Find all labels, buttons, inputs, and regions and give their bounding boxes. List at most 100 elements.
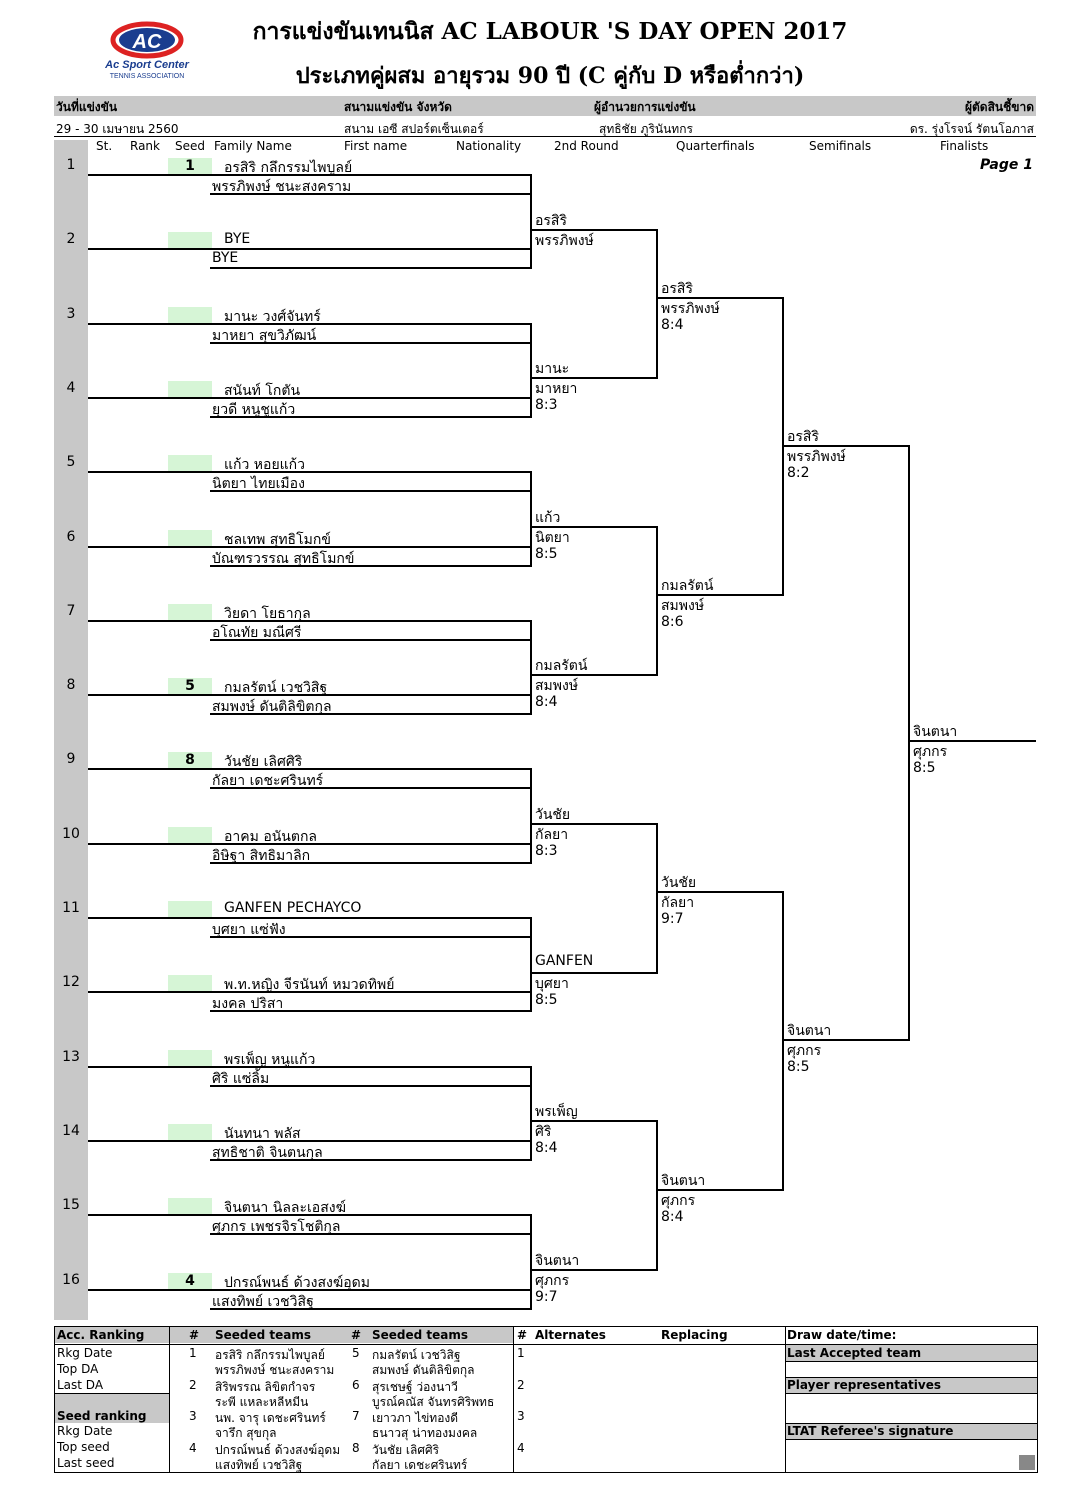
svg-text:Ac Sport Center: Ac Sport Center (104, 59, 189, 71)
draw-number: 2 (66, 231, 76, 248)
player-2-name: ศุภกร เพชรจิรโชติกุล (212, 1219, 341, 1236)
round2-winner-b: พรรภิพงษ์ (535, 232, 594, 249)
seed-box (168, 380, 212, 397)
svg-text:TENNIS ASSOCIATION: TENNIS ASSOCIATION (110, 73, 185, 80)
seed-team-player-a: เยาวภา ไข่ทองดี (372, 1411, 459, 1425)
col-f: Finalists (940, 139, 989, 153)
seed-box (168, 901, 212, 917)
seed-number: 2 (189, 1377, 197, 1392)
seed-box: 4 (168, 1272, 212, 1289)
acc-label: Top seed (57, 1440, 110, 1454)
draw-line-bottom (210, 1158, 532, 1161)
draw-line-bottom (210, 1307, 532, 1310)
qf-winner-a: อรสิริ (661, 280, 693, 297)
final-line (910, 739, 1036, 742)
acc-label: Last seed (57, 1456, 115, 1470)
col-qf: Quarterfinals (676, 139, 755, 153)
draw-line-bottom (210, 490, 532, 493)
draw-line-bottom (210, 1010, 532, 1013)
round2-line (532, 1268, 658, 1271)
alternate-number: 2 (517, 1377, 525, 1392)
round2-winner-a: กมลรัตน์ (535, 658, 588, 675)
sf-connector (782, 296, 784, 597)
last-accepted-label: Last Accepted team (787, 1346, 922, 1360)
sf-line (784, 1038, 910, 1041)
draw-line-bottom (210, 936, 532, 938)
alternate-number: 4 (517, 1440, 525, 1455)
draw-number: 10 (62, 825, 80, 842)
player-2-name: ยุวดี หนูชูแก้ว (212, 401, 296, 418)
player-2-name: บัณฑรวรรณ สุทธิโมกข์ (212, 550, 355, 567)
draw-line-bottom (210, 1084, 532, 1087)
sf-winner-b: พรรภิพงษ์ (787, 448, 846, 465)
seed-team-player-b: แสงทิพย์ เวชวิสิฐ (215, 1457, 303, 1472)
player-1-name: กมลรัตน์ เวชวิสิฐ (224, 680, 328, 697)
qf-connector (656, 1120, 658, 1271)
draw-line-top (88, 917, 532, 919)
final-connector (908, 444, 910, 1041)
round2-connector (530, 629, 532, 704)
draw-number: 9 (66, 751, 76, 768)
seed-box (168, 1123, 212, 1140)
draw-line-top (88, 1288, 532, 1291)
col-nationality: Nationality (456, 139, 522, 153)
seed-team-player-a: สุรเชษฐ์ ว่องนาวี (372, 1379, 458, 1394)
page-label: Page 1 (980, 157, 1033, 173)
round2-winner-b: มาหยา (535, 381, 578, 398)
draw-number: 1 (66, 157, 76, 173)
draw-line-top (88, 991, 532, 994)
player-1-name: พ.ท.หญิง จีรนันท์ หมวดทิพย์ (224, 977, 395, 994)
draw-line-bottom (210, 415, 532, 418)
qf-winner-a: จินตนา (661, 1172, 706, 1189)
date-label: วันที่แข่งขัน (56, 100, 118, 114)
champion-a: จินตนา (913, 723, 958, 740)
referee-label: ผู้ตัดสินชี้ขาด (964, 100, 1034, 114)
qf-score: 8:4 (661, 316, 684, 333)
seed-box (168, 1049, 212, 1066)
seed-box: 5 (168, 678, 212, 695)
player-1-name: พรเพ็ญ หนูแก้ว (224, 1051, 316, 1068)
player-2-name: BYE (212, 250, 239, 267)
draw-line-top (88, 842, 532, 845)
draw-number: 16 (62, 1271, 80, 1288)
seed-box (168, 975, 212, 992)
sf-score: 8:2 (787, 464, 810, 481)
round2-line (532, 525, 658, 528)
round2-winner-b: ศุภกร (535, 1272, 570, 1289)
draw-pair-connector (530, 1139, 532, 1161)
draw-line-top (88, 471, 532, 474)
draw-number: 15 (62, 1197, 80, 1214)
qf-connector (656, 823, 658, 974)
round2-winner-a: มานะ (535, 361, 570, 378)
replacing-label: Replacing (661, 1328, 728, 1342)
player-2-name: อโณทัย มณีศรี (212, 624, 302, 641)
col-seed: Seed (175, 139, 205, 153)
draw-line-top (88, 619, 532, 622)
col-r2: 2nd Round (554, 139, 619, 153)
seed-number: 5 (352, 1346, 360, 1360)
alternate-number: 3 (517, 1409, 525, 1423)
col-rank: Rank (130, 139, 160, 153)
player-1-name: สนันท์ โกตัน (224, 382, 301, 399)
draw-pair-connector (530, 991, 532, 1013)
draw-number-column (54, 140, 88, 1320)
draw-line-bottom (210, 267, 532, 270)
sf-connector (782, 891, 784, 1191)
sf-score: 8:5 (787, 1058, 810, 1075)
signature-box (1019, 1455, 1035, 1470)
round2-winner-a: GANFEN (535, 952, 594, 969)
round2-connector (530, 926, 532, 1001)
final-score: 8:5 (913, 759, 936, 776)
player-1-name: จินตนา นิลละเอสงฆ์ (224, 1200, 346, 1217)
seed-team-player-a: ปกรณ์พนธ์ ด้วงสงฆ์อุดม (215, 1442, 341, 1457)
round2-winner-a: อรสิริ (535, 212, 567, 229)
round2-score: 9:7 (535, 1288, 558, 1305)
bottom-info-table: Acc. Ranking # Seeded teams # Seeded tea… (54, 1326, 1038, 1473)
round2-score: 8:4 (535, 1140, 558, 1157)
seed-number: 7 (352, 1409, 360, 1423)
ac-logo-icon: AC Ac Sport Center TENNIS ASSOCIATION (104, 21, 190, 80)
player-2-name: แสงทิพย์ เวชวิสิฐ (212, 1293, 314, 1310)
round2-score: 8:4 (535, 694, 558, 711)
qf-line (658, 594, 784, 597)
qf-connector (656, 525, 658, 677)
